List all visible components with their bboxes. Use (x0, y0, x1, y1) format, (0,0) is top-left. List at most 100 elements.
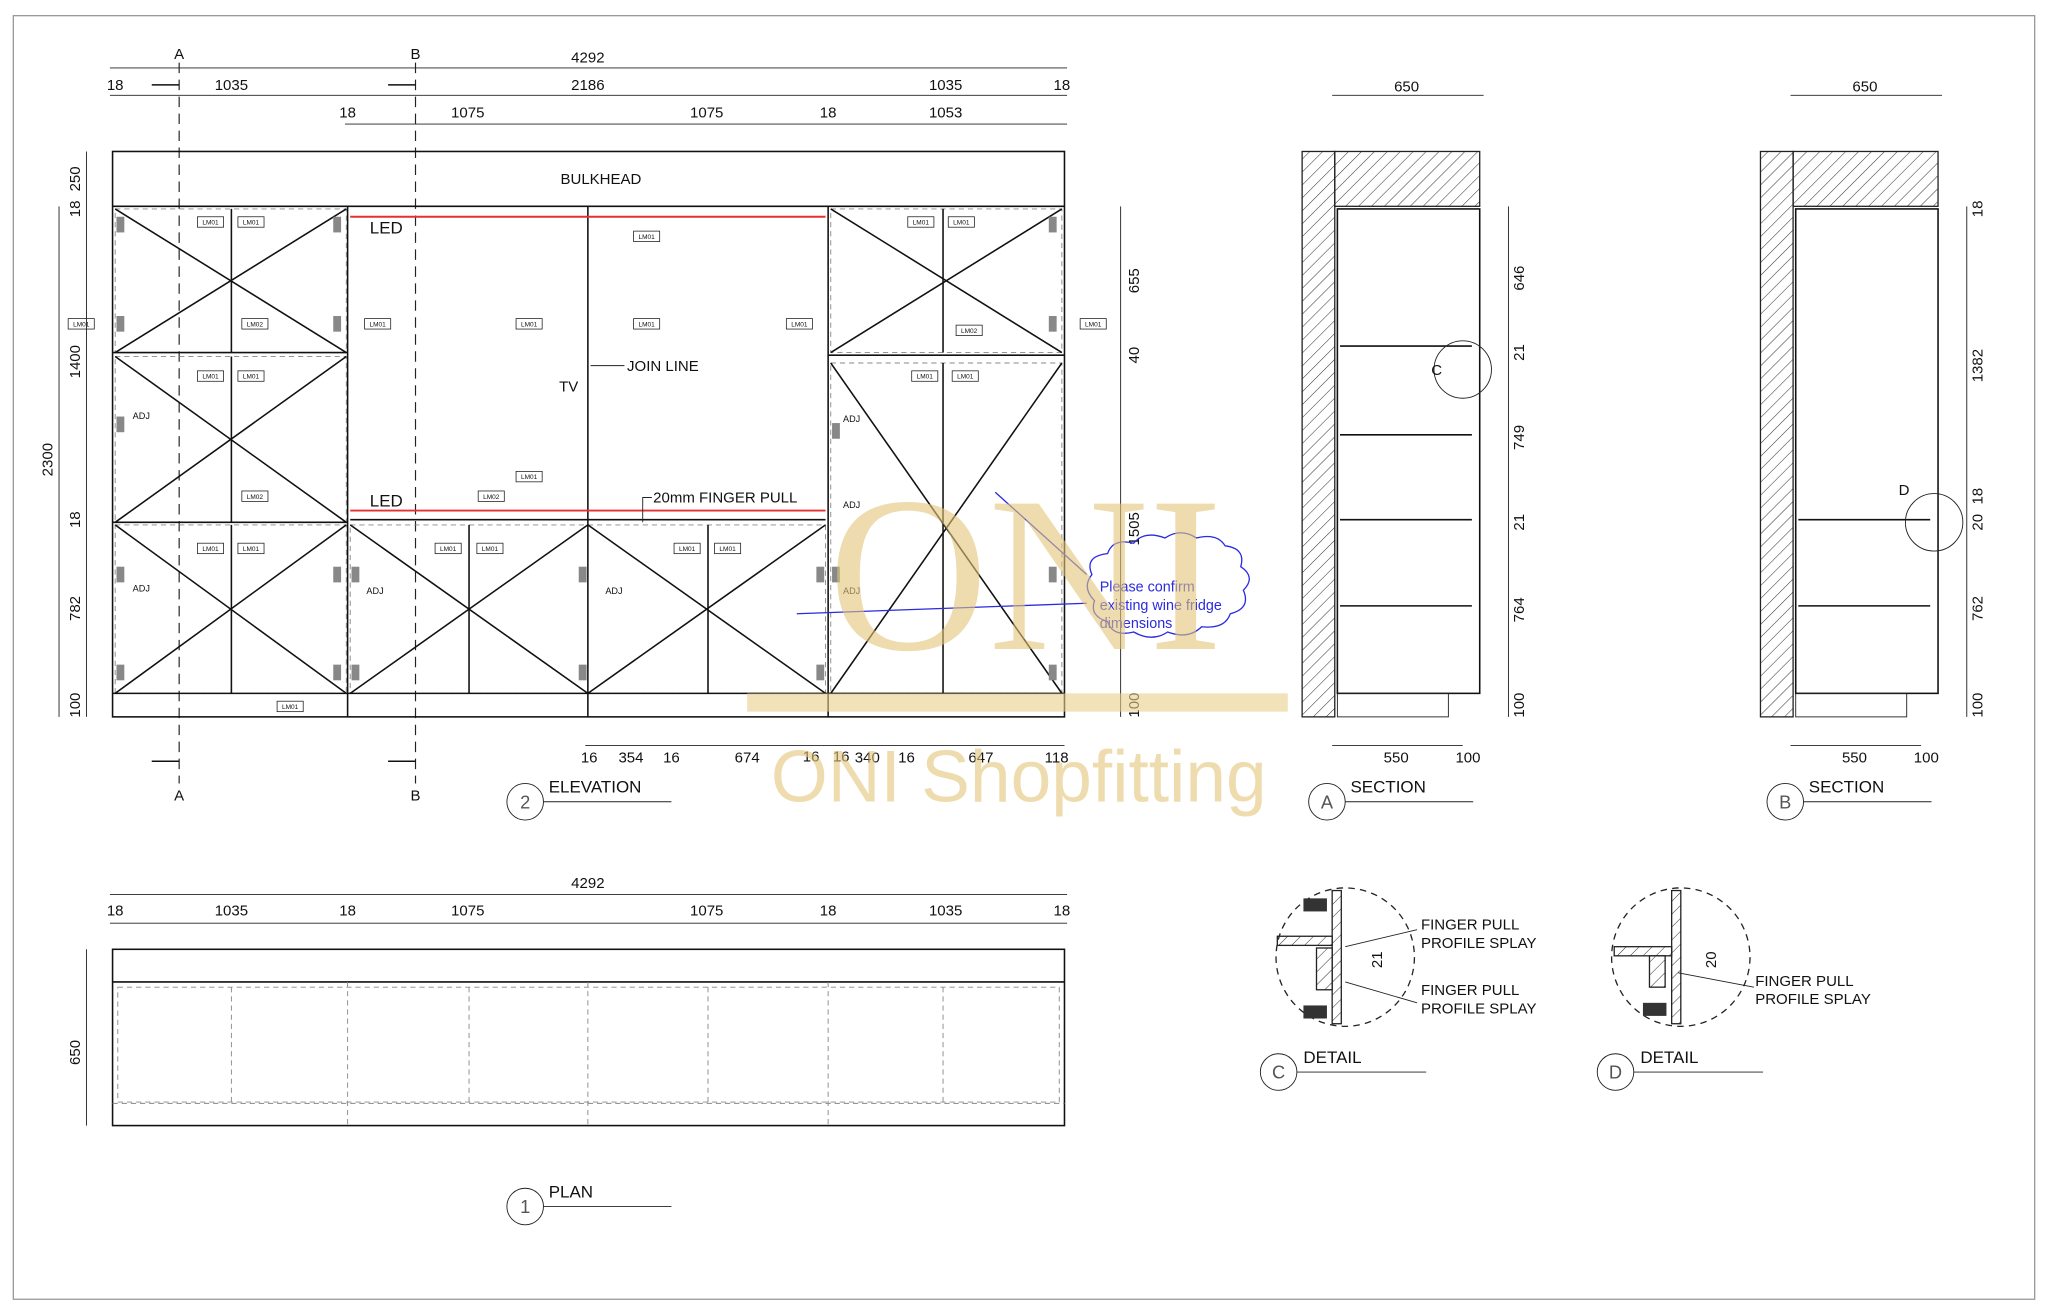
door-panel (114, 208, 347, 354)
dim: 1382 (1969, 349, 1986, 382)
section-mark-a-bottom[interactable]: A (174, 787, 184, 804)
hinge-icon (333, 566, 342, 583)
view-title-detail-d: DETAIL (1640, 1048, 1698, 1067)
hinge-icon (1048, 566, 1057, 583)
comment-line: dimensions (1100, 616, 1173, 632)
door-panel (830, 208, 1063, 354)
dim: 18 (1969, 201, 1986, 218)
elevation-dimensions-top: 4292 18 1035 2186 1035 18 18 1075 1075 1… (107, 50, 1071, 125)
hinge-icon (832, 566, 840, 583)
dim: 100 (1969, 693, 1986, 718)
led-label-top: LED (370, 219, 403, 238)
material-tag (197, 542, 224, 555)
material-tag-label: LM01 (719, 546, 736, 553)
dim: 2186 (571, 77, 604, 94)
detail-c-view: 21 FINGER PULL PROFILE SPLAY FINGER PULL… (1259, 887, 1537, 1091)
hinge-icon (1048, 315, 1057, 332)
material-tag (197, 216, 224, 228)
dim: 100 (1914, 750, 1939, 767)
material-tag-label: LM02 (247, 321, 264, 328)
section-mark-b-bottom[interactable]: B (411, 787, 421, 804)
dim: 250 (67, 166, 84, 191)
hinge-icon (816, 664, 825, 681)
material-tag (673, 542, 701, 555)
dim: 764 (1511, 597, 1528, 622)
material-tag-label: LM01 (202, 374, 219, 381)
hinge-icon (116, 216, 125, 233)
note: PROFILE SPLAY (1421, 935, 1537, 952)
view-number: 2 (520, 791, 530, 812)
view-title-section: SECTION (1809, 778, 1884, 797)
watermark: ONI ONI Shopfitting (747, 452, 1288, 818)
dim: 21 (1511, 514, 1528, 531)
carcass (1794, 208, 1939, 695)
dim: 655 (1126, 268, 1143, 293)
dim: 782 (67, 596, 84, 621)
hinge-icon (1048, 664, 1057, 681)
adjustable-shelf-label: ADJ (605, 586, 622, 596)
material-tag-label: LM02 (483, 494, 500, 501)
dim: 18 (339, 902, 356, 919)
dim: 646 (1511, 266, 1528, 291)
dim: 1053 (929, 105, 962, 122)
material-tag (237, 370, 265, 382)
detail-callout[interactable] (1433, 340, 1492, 399)
detail-d-view: 20 FINGER PULL PROFILE SPLAY D DETAIL (1596, 887, 1871, 1091)
material-tag-label: LM01 (957, 374, 974, 381)
material-tag (785, 318, 813, 330)
material-tag (476, 542, 504, 555)
material-tag-label: LM01 (791, 321, 808, 328)
material-tag (67, 318, 95, 330)
material-tag (633, 230, 661, 242)
note: FINGER PULL (1421, 917, 1519, 934)
note: FINGER PULL (1421, 982, 1519, 999)
material-tag (955, 324, 983, 336)
dim: 18 (107, 902, 124, 919)
bulkhead-label: BULKHEAD (560, 171, 641, 188)
adjustable-shelf-label: ADJ (133, 584, 150, 594)
detail-letter: D (1609, 1062, 1622, 1083)
material-tag-label: LM01 (243, 374, 260, 381)
dim: 1075 (451, 105, 484, 122)
dim: 18 (67, 201, 84, 218)
material-tag (907, 216, 935, 228)
section-mark-a[interactable]: A (174, 46, 184, 63)
detail-callout[interactable] (1904, 493, 1964, 552)
dim: 749 (1511, 425, 1528, 450)
detail-letter: C (1272, 1062, 1285, 1083)
note: FINGER PULL (1755, 973, 1853, 990)
material-tag (197, 370, 224, 382)
review-comment[interactable]: Please confirm existing wine fridge dime… (796, 491, 1250, 638)
dim: 16 (833, 748, 850, 765)
dim: 1075 (690, 105, 723, 122)
material-tag (951, 370, 979, 382)
material-tag-label: LM01 (521, 321, 538, 328)
material-tag-label: LM01 (202, 220, 219, 227)
hinge-icon (116, 315, 125, 332)
finger-pull-label: 20mm FINGER PULL (653, 490, 797, 507)
dim: 118 (1045, 750, 1069, 767)
note: PROFILE SPLAY (1755, 991, 1871, 1008)
material-tag (477, 490, 505, 502)
dim: 354 (618, 750, 643, 767)
sheet-border (12, 15, 2036, 1300)
dim: 18 (339, 105, 356, 122)
adjustable-shelf-label: ADJ (366, 586, 383, 596)
door-swing-line (830, 362, 1063, 694)
carcass (1336, 208, 1481, 695)
dim: 762 (1969, 596, 1986, 621)
section-mark-b[interactable]: B (411, 46, 421, 63)
cabinet-doors (112, 206, 1065, 717)
material-tag-label: LM01 (913, 220, 930, 227)
dim: 18 (1054, 77, 1071, 94)
dim: 20 (1969, 514, 1986, 531)
material-tag-label: LM01 (243, 546, 260, 553)
dim: 1505 (1126, 512, 1143, 545)
material-tag (633, 318, 661, 330)
dim: 647 (968, 750, 993, 767)
watermark-logo: ONI (828, 452, 1223, 698)
material-tag-label: LM01 (679, 546, 696, 553)
section-arrow-b (388, 84, 416, 763)
hinge-icon (816, 566, 825, 583)
